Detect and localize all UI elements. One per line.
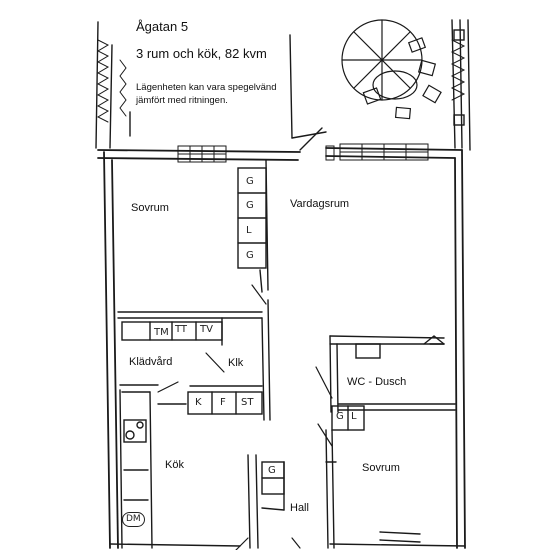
kitchen-mark-f: F xyxy=(220,397,226,408)
room-label-vardagsrum: Vardagsrum xyxy=(290,198,350,210)
bedroom-wardrobe-mark-g: G xyxy=(336,411,344,422)
laundry-mark-tm: TM xyxy=(154,327,169,338)
room-label-hall: Hall xyxy=(290,502,309,514)
wardrobe-mark-3: L xyxy=(246,225,252,236)
laundry-mark-tt: TT xyxy=(175,324,188,335)
wardrobe-mark-1: G xyxy=(246,176,254,187)
apartment-size: 3 rum och kök, 82 kvm xyxy=(136,46,267,61)
dishwasher-mark-dm: DM xyxy=(122,512,145,527)
room-label-klk: Klk xyxy=(228,357,244,369)
room-label-sovrum-1: Sovrum xyxy=(131,202,169,214)
mirror-note-line1: Lägenheten kan vara spegelvänd xyxy=(136,82,277,93)
laundry-mark-tv: TV xyxy=(200,324,213,335)
room-label-kok: Kök xyxy=(165,459,184,471)
kitchen-mark-st: ST xyxy=(241,397,254,408)
wardrobe-mark-4: G xyxy=(246,250,254,261)
hall-wardrobe-mark-g: G xyxy=(268,465,276,476)
balcony-furniture xyxy=(341,19,442,120)
mirror-note-line2: jämfört med ritningen. xyxy=(136,95,228,106)
room-label-sovrum-2: Sovrum xyxy=(362,462,400,474)
balcony xyxy=(95,19,471,151)
windows xyxy=(177,143,429,163)
interior-walls xyxy=(109,159,466,549)
doors xyxy=(157,284,333,550)
outer-walls xyxy=(97,147,466,549)
wardrobe-mark-2: G xyxy=(246,200,254,211)
room-label-kladvard: Klädvård xyxy=(129,356,173,368)
kitchen-mark-k: K xyxy=(195,397,202,408)
bedroom-wardrobe-mark-l: L xyxy=(351,411,357,422)
room-label-wc: WC - Dusch xyxy=(347,376,407,388)
address-title: Ågatan 5 xyxy=(136,19,189,34)
